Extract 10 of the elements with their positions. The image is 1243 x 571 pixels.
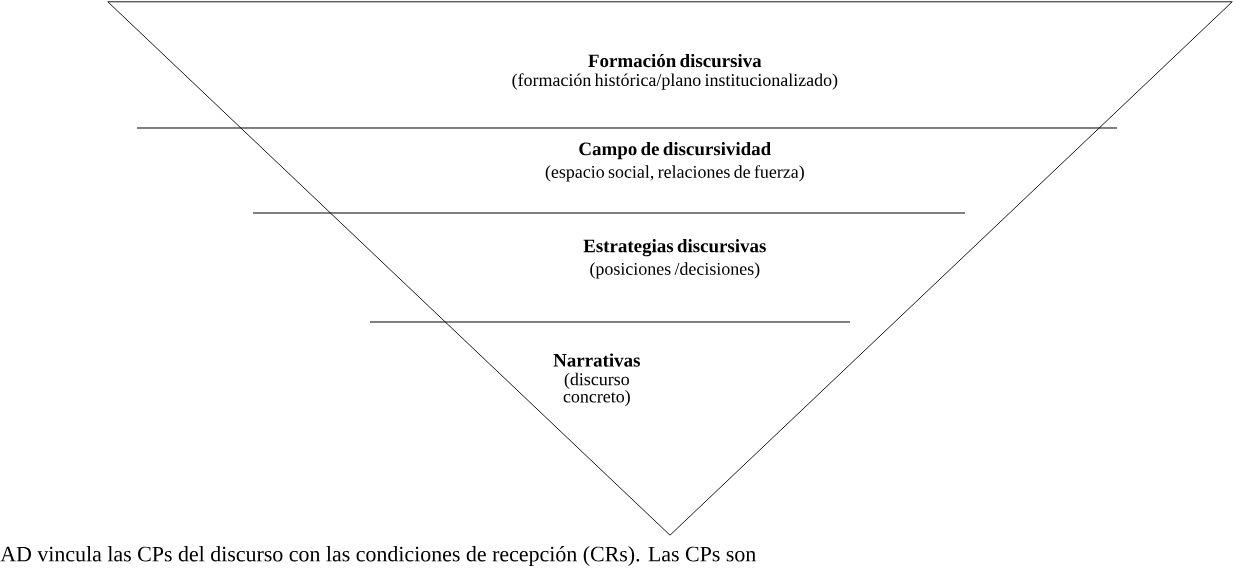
- band-subtitle: (formación histórica/plano institucionalizado): [512, 73, 838, 90]
- band-subtitle: (posiciones /decisiones): [590, 262, 760, 279]
- band-subtitle: (discurso concreto): [563, 372, 630, 407]
- band-title: Campo de discursividad: [579, 142, 771, 160]
- body-text: AD vincula las CPs del discurso con las condiciones de recepción (CRs). Las CPs son: [0, 546, 756, 566]
- band-title: Narrativas: [553, 353, 640, 367]
- triangle: [107, 1, 1233, 536]
- band-subtitle: (espacio social, relaciones de fuerza): [545, 165, 804, 182]
- band-title: Estrategias discursivas: [583, 239, 766, 257]
- band-title: Formación discursiva: [588, 53, 762, 68]
